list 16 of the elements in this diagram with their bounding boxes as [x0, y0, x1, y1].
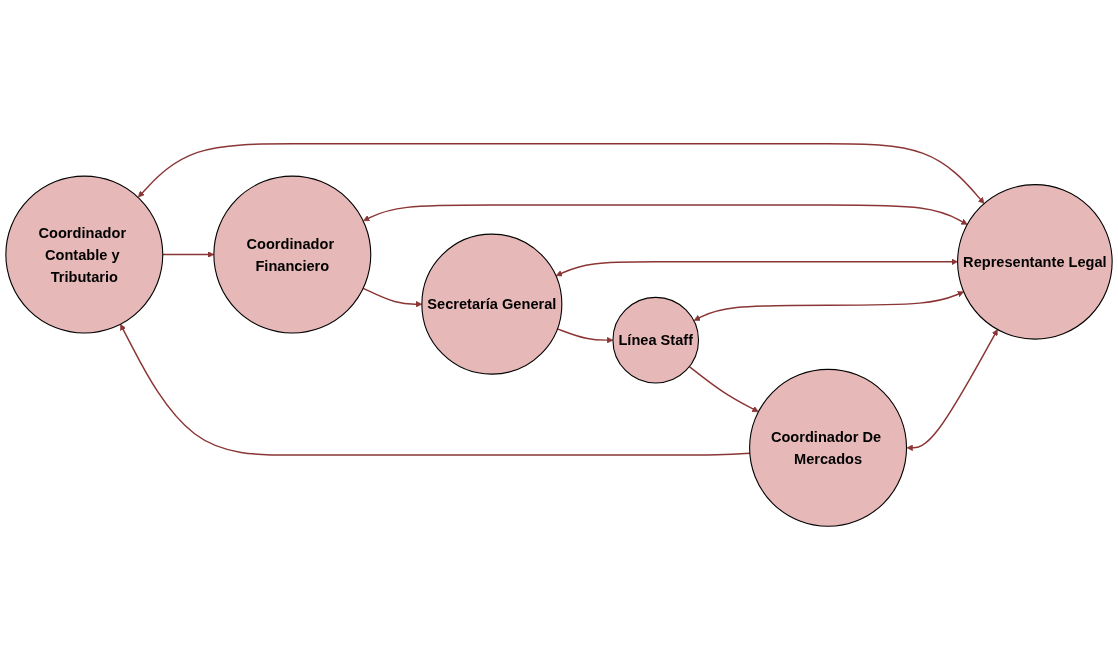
arrow [555, 258, 958, 277]
node-circle: Línea Staff [612, 296, 700, 384]
node-circle: Coordinador De Mercados [749, 368, 908, 527]
arrow [137, 143, 985, 204]
arrow [362, 287, 423, 308]
arrow [363, 204, 968, 225]
arrow [120, 323, 751, 456]
node-circle: Representante Legal [957, 184, 1113, 340]
node-circle: Coordinador Contable y Tributario [5, 175, 164, 334]
arrow [556, 328, 614, 344]
node-circle: Coordinador Financiero [213, 175, 372, 334]
node-circle: Secretaría General [421, 233, 563, 375]
arrow [906, 329, 998, 451]
arrow [162, 251, 215, 258]
arrow [693, 291, 964, 321]
arrow [688, 365, 759, 412]
